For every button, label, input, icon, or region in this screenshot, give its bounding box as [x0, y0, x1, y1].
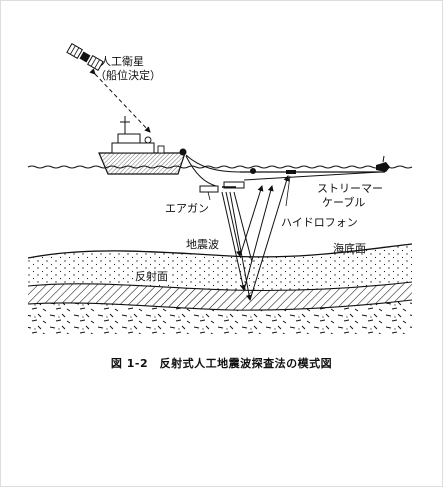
- satellite-label: 人工衛星: [100, 55, 144, 68]
- seismic-rays: [221, 175, 290, 301]
- satellite-icon: [66, 42, 104, 72]
- satellite-note-label: （船位決定）: [95, 69, 161, 82]
- satellite-link: [89, 68, 151, 133]
- hydrophone-label: ハイドロフォン: [281, 216, 358, 229]
- airgun-label: エアガン: [165, 202, 209, 215]
- hydrophone-leader: [285, 175, 291, 207]
- airgun-leader: [207, 191, 211, 201]
- streamer-label-line2: ケーブル: [322, 196, 366, 209]
- seafloor-label: 海底面: [333, 242, 366, 255]
- airgun: [199, 181, 245, 193]
- figure-caption: 図 1-2 反射式人工地震波探査法の模式図: [110, 357, 333, 370]
- reflector-label: 反射面: [133, 270, 170, 283]
- streamer-cable: [185, 154, 390, 187]
- sea-surface: [27, 165, 413, 169]
- bedrock-layer: [28, 300, 412, 334]
- streamer-label-line1: ストリーマー: [317, 182, 383, 195]
- seafloor-layer: [27, 243, 413, 291]
- survey-ship: [98, 116, 187, 175]
- seismic-wave-label: 地震波: [186, 238, 219, 251]
